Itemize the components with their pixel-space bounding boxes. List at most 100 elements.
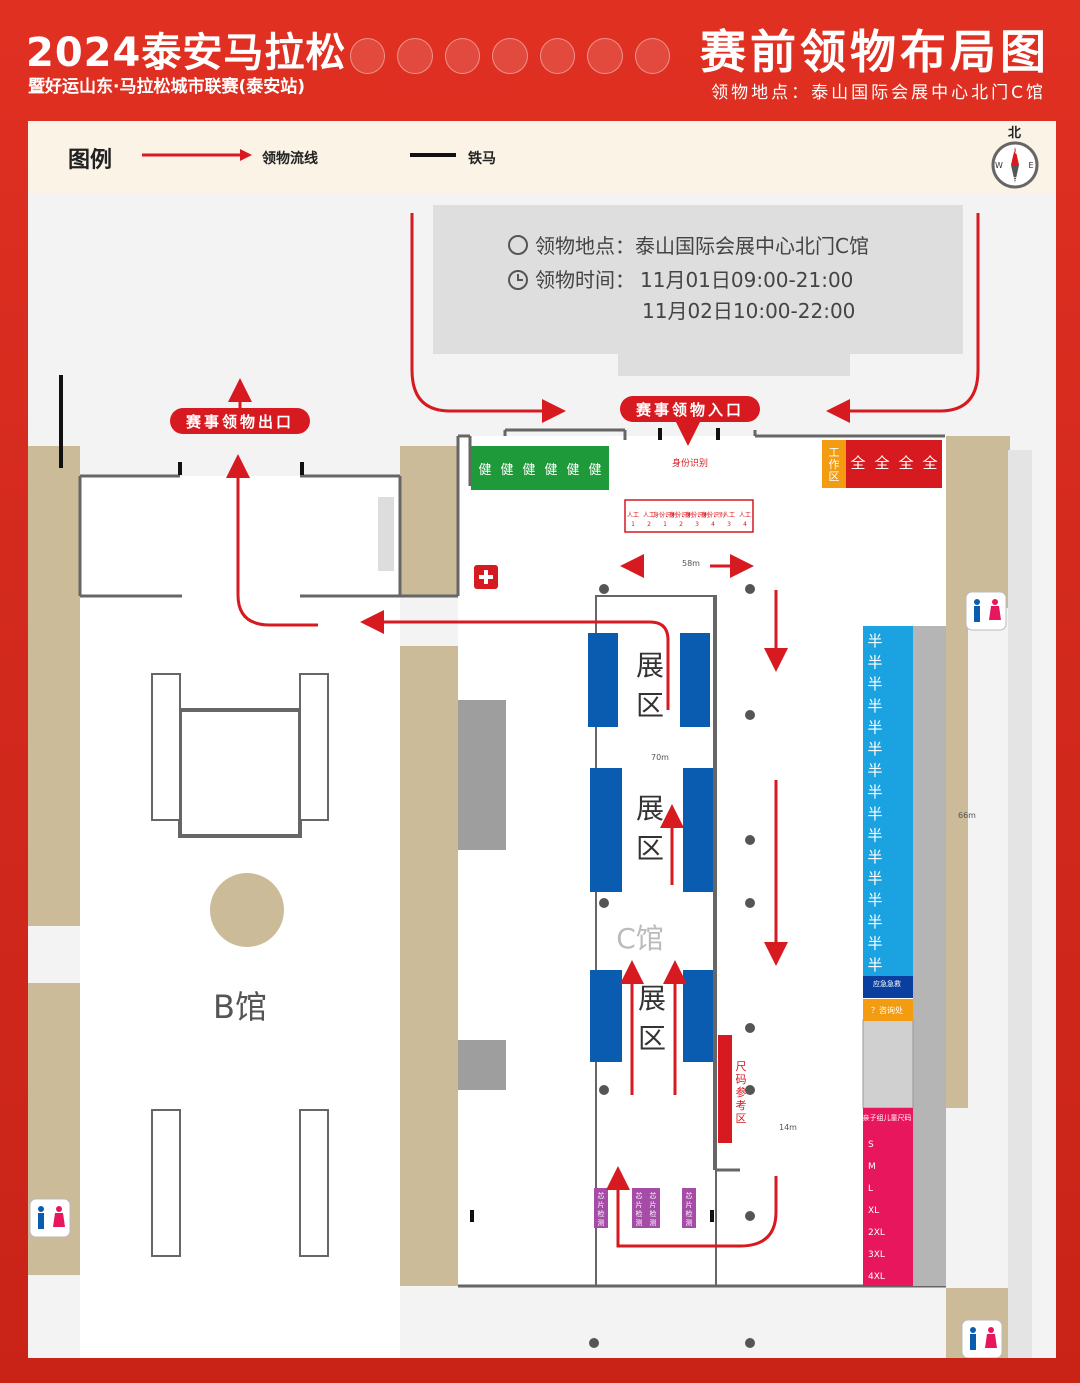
logo-icon bbox=[587, 38, 623, 74]
chip-check-label: 测 bbox=[686, 1219, 693, 1227]
map-location-line: 领物地点：泰山国际会展中心北门C馆 bbox=[711, 83, 1046, 103]
health-zone bbox=[471, 446, 609, 490]
size-desk-label: 3XL bbox=[868, 1250, 885, 1260]
pickup-route-lines bbox=[226, 213, 980, 1248]
half-marathon-desk-label: 半 bbox=[867, 848, 882, 866]
chip-check-label: 片 bbox=[686, 1200, 693, 1209]
compass-icon: N S E W bbox=[991, 141, 1039, 189]
full-marathon-zone bbox=[846, 440, 942, 488]
half-marathon-desk-label: 半 bbox=[867, 783, 882, 801]
work-area-label: 作 bbox=[829, 458, 840, 471]
desk-number: 1 bbox=[663, 521, 667, 528]
chip-check-label: 检 bbox=[650, 1209, 657, 1218]
half-marathon-desk-label: 半 bbox=[867, 762, 882, 780]
floor-plan: 领物地点：泰山国际会展中心北门C馆 领物时间： 11月01日09:00-21:0… bbox=[28, 193, 1056, 1358]
health-desk-label: 健 bbox=[522, 463, 535, 478]
hall-b-label: B馆 bbox=[213, 988, 267, 1026]
size-pickup-zone bbox=[863, 1108, 913, 1286]
half-marathon-desk-label: 半 bbox=[867, 675, 882, 693]
logo-icon bbox=[444, 38, 481, 74]
half-marathon-zone bbox=[863, 626, 913, 976]
venue-map: 领物地点：泰山国际会展中心北门C馆 领物时间： 11月01日09:00-21:0… bbox=[28, 193, 1056, 1358]
expo-label: 区 bbox=[636, 689, 664, 722]
id-check-desks bbox=[624, 499, 754, 533]
size-ref-label: 考 bbox=[736, 1099, 747, 1112]
desk-label: 人工 bbox=[723, 512, 735, 519]
info-time-label: 领物时间： bbox=[535, 268, 635, 292]
north-building bbox=[433, 205, 963, 376]
desk-number: 1 bbox=[631, 521, 635, 528]
svg-text:70m: 70m bbox=[651, 753, 669, 762]
half-marathon-desk-label: 半 bbox=[867, 870, 882, 888]
chip-check-label: 芯 bbox=[686, 1191, 693, 1200]
half-marathon-desk-label: 半 bbox=[867, 956, 882, 974]
event-title: 2024泰安马拉松 bbox=[26, 30, 347, 76]
half-marathon-desk-label: 半 bbox=[867, 805, 882, 823]
expo-label: 展 bbox=[638, 982, 666, 1015]
size-desk-label: 4XL bbox=[868, 1272, 885, 1282]
desk-label: 身份识别 bbox=[701, 511, 725, 519]
work-area-label: 区 bbox=[829, 470, 840, 483]
chip-check-label: 检 bbox=[636, 1209, 643, 1218]
desk-number: 2 bbox=[679, 521, 683, 528]
route-legend-label: 领物流线 bbox=[262, 151, 318, 167]
chip-check-label: 测 bbox=[636, 1219, 643, 1227]
chip-check-label: 片 bbox=[636, 1200, 643, 1209]
barrier-legend-label: 铁马 bbox=[468, 151, 496, 167]
chip-check-label: 片 bbox=[598, 1200, 605, 1209]
expo-label: 区 bbox=[636, 832, 664, 865]
svg-text:N: N bbox=[1012, 148, 1017, 156]
svg-text:E: E bbox=[1028, 161, 1033, 170]
health-desk-label: 健 bbox=[588, 463, 601, 478]
size-ref-label: 区 bbox=[736, 1112, 747, 1125]
desk-number: 4 bbox=[711, 521, 715, 528]
size-desk-label: XL bbox=[868, 1206, 879, 1216]
route-legend-icon bbox=[142, 149, 252, 161]
chip-check-label: 测 bbox=[650, 1219, 657, 1227]
restroom-icon bbox=[29, 591, 1007, 1358]
svg-text:66m: 66m bbox=[958, 811, 976, 820]
sponsor-logos bbox=[350, 34, 670, 78]
health-desk-label: 健 bbox=[478, 463, 491, 478]
work-area-label: 工 bbox=[829, 446, 840, 459]
legend-title: 图例 bbox=[68, 148, 113, 173]
size-desk-label: S bbox=[868, 1140, 874, 1150]
half-marathon-desk-label: 半 bbox=[867, 913, 882, 931]
chip-check-label: 检 bbox=[598, 1209, 605, 1218]
exit-label: 赛事领物出口 bbox=[185, 413, 294, 431]
size-desk-label: 2XL bbox=[868, 1228, 885, 1238]
half-marathon-desk-label: 半 bbox=[867, 934, 882, 952]
desk-number: 3 bbox=[727, 521, 731, 528]
chip-check bbox=[594, 1188, 696, 1228]
entrance-label: 赛事领物入口 bbox=[635, 401, 744, 419]
consult-label: ？咨询处 bbox=[871, 1005, 903, 1015]
expo-label: 区 bbox=[638, 1022, 666, 1055]
full-marathon-desk-label: 全 bbox=[874, 454, 889, 472]
logo-icon bbox=[397, 38, 433, 74]
half-marathon-desk-label: 半 bbox=[867, 740, 882, 758]
barrier-legend-icon bbox=[410, 153, 456, 157]
info-time-1: 11月01日09:00-21:00 bbox=[640, 268, 853, 292]
svg-text:W: W bbox=[995, 161, 1003, 170]
work-area bbox=[822, 440, 846, 488]
clock-icon bbox=[508, 270, 528, 290]
location-pin-icon bbox=[508, 235, 528, 255]
north-label: 北 bbox=[1008, 126, 1022, 141]
chip-check-label: 芯 bbox=[636, 1191, 643, 1200]
half-marathon-desk-label: 半 bbox=[867, 632, 882, 650]
info-time-2: 11月02日10:00-22:00 bbox=[642, 299, 855, 323]
desk-label: 人工 bbox=[739, 512, 751, 519]
desk-number: 2 bbox=[647, 521, 651, 528]
size-ref-label: 尺 bbox=[736, 1060, 747, 1073]
half-marathon-desk-label: 半 bbox=[867, 654, 882, 672]
half-marathon-desk-label: 半 bbox=[867, 891, 882, 909]
map-title: 赛前领物布局图 bbox=[700, 25, 1050, 79]
desk-label: 身份识别 bbox=[653, 511, 677, 519]
half-marathon-desk-label: 半 bbox=[867, 718, 882, 736]
hall-c-label: C馆 bbox=[616, 922, 664, 955]
expo-label: 展 bbox=[636, 649, 664, 682]
logo-icon bbox=[350, 38, 386, 74]
zone-labels: 健健健健健健全全全全工作区人工1人工2身份识别1身份识别2身份识别3身份识别4人… bbox=[478, 446, 937, 1282]
